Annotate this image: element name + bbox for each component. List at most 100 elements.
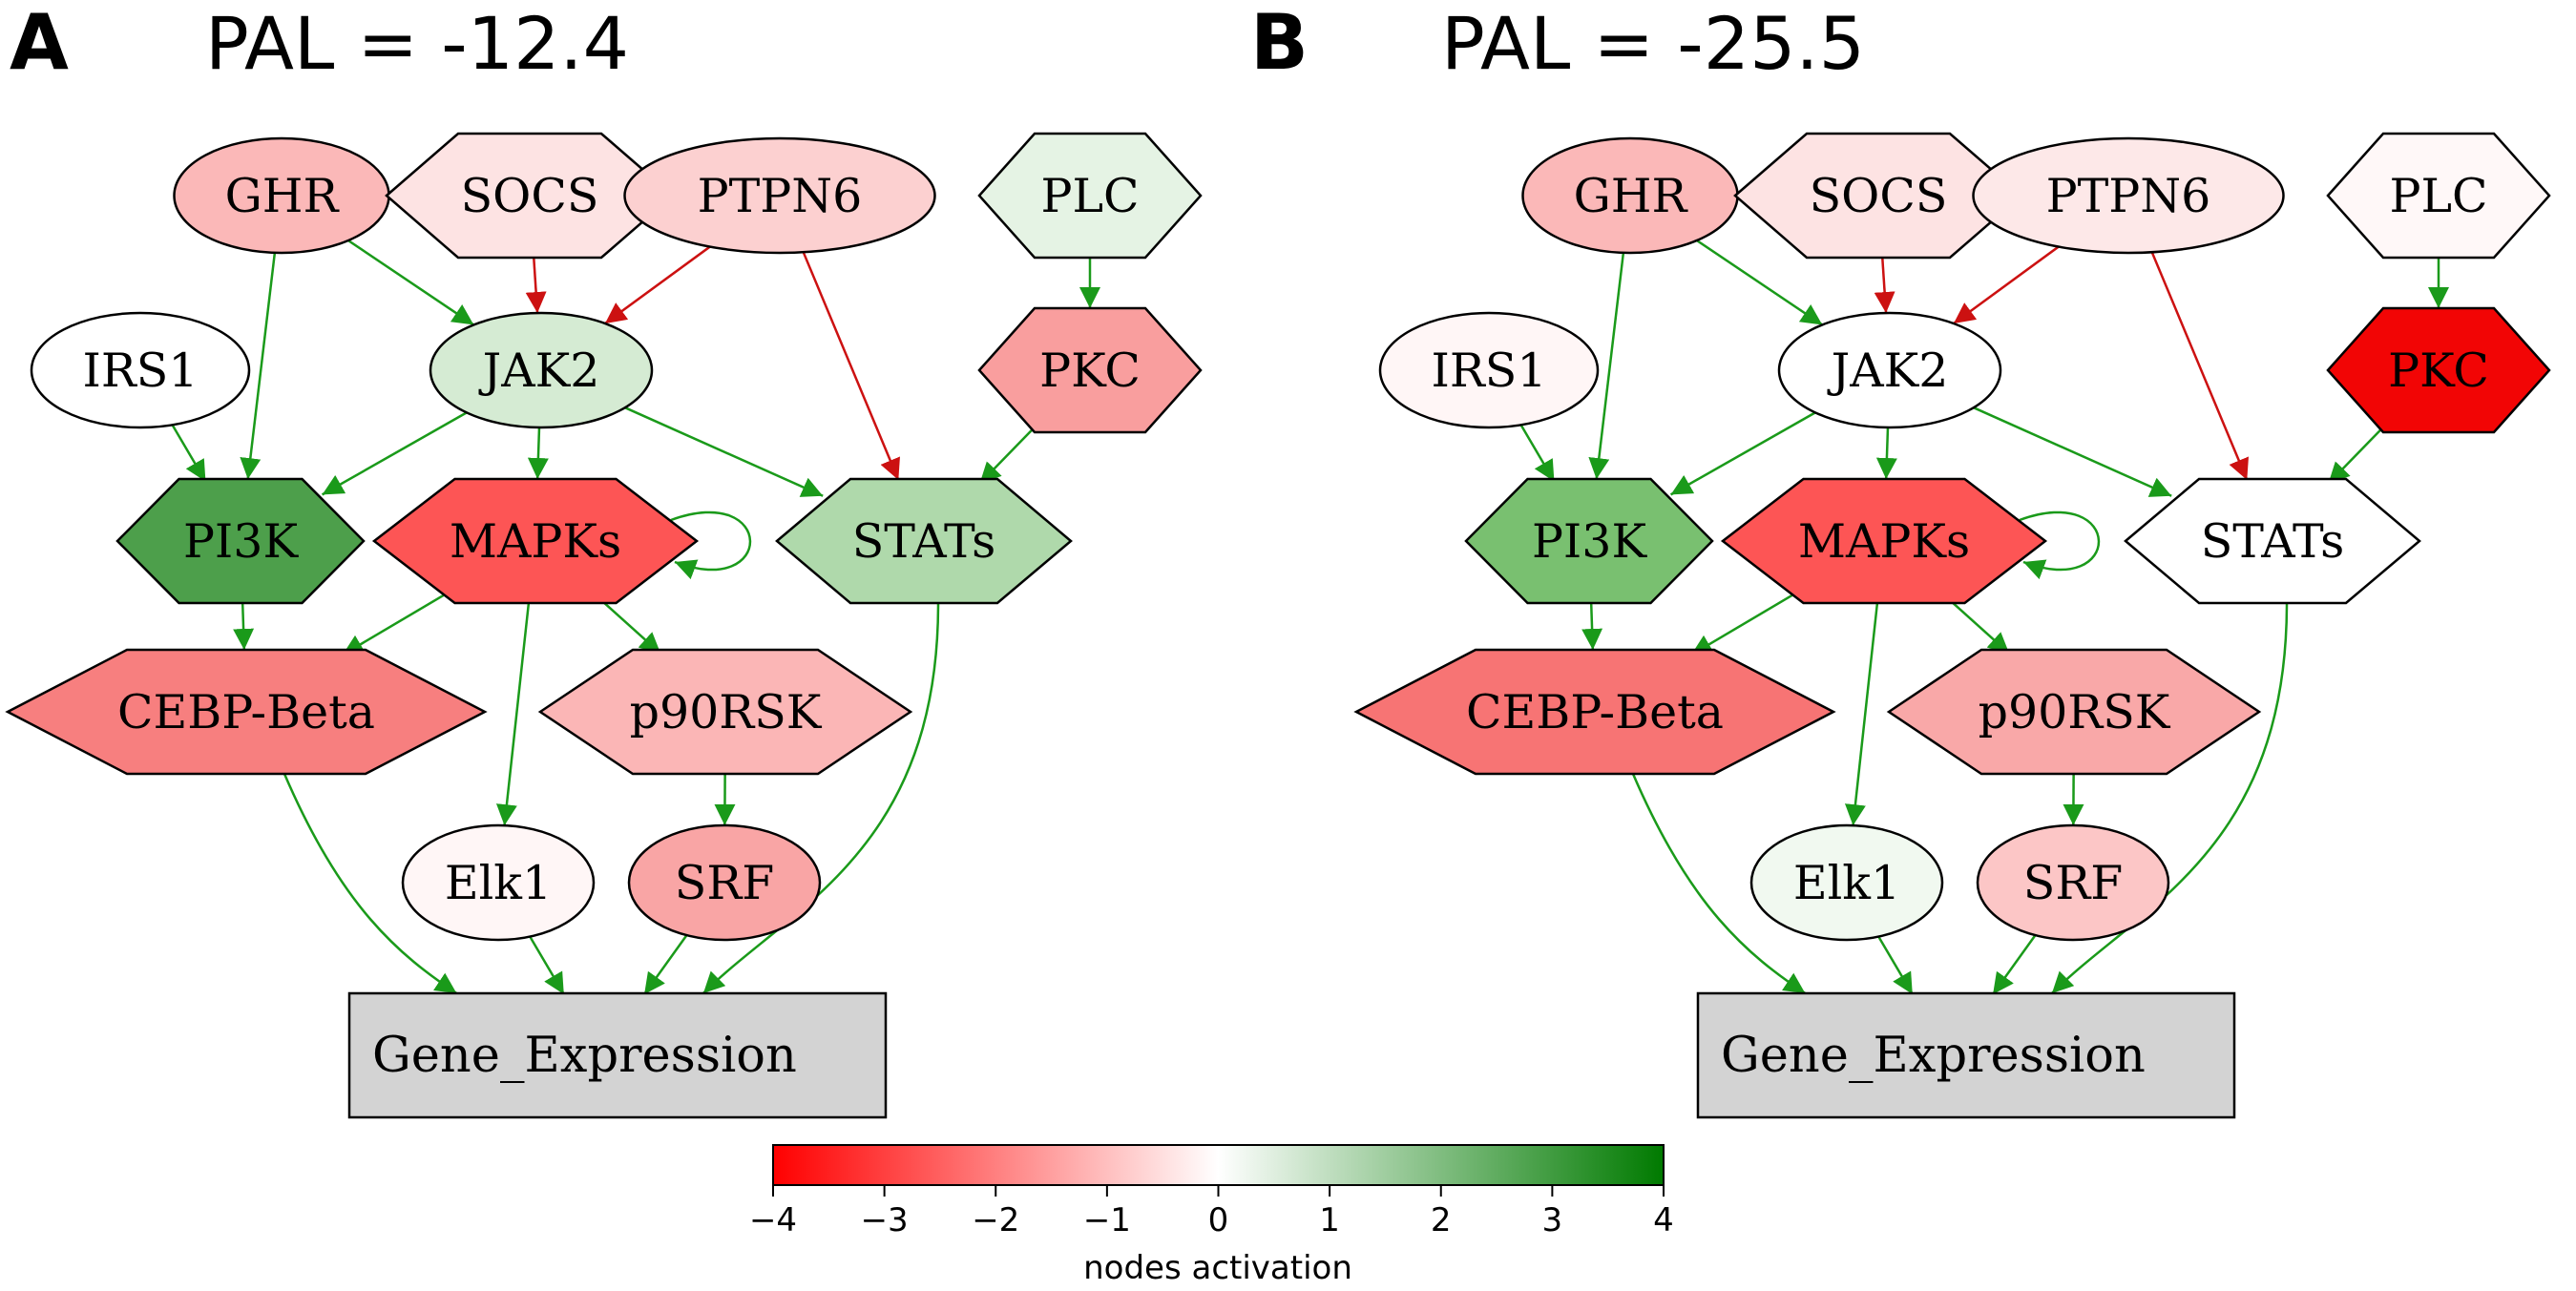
node-cebp-beta: CEBP-Beta (5, 648, 488, 776)
edge-socs-to-jak2 (1874, 257, 1895, 314)
edge-cebp-beta-to-gene-expression (283, 773, 458, 995)
node-cebp-beta-label: CEBP-Beta (1466, 685, 1724, 739)
node-pi3k-shape (1464, 477, 1714, 605)
edge-elk1-to-gene-expression (529, 935, 565, 995)
node-p90rsk-shape (1886, 648, 2262, 776)
node-cebp-beta-shape (5, 648, 488, 776)
colorbar-label: nodes activation (1083, 1249, 1352, 1287)
node-stats-shape (775, 477, 1073, 605)
edge-mapks-to-mapks (670, 510, 752, 580)
node-ptpn6: PTPN6 (1972, 136, 2285, 255)
node-gene-expression-label: Gene_Expression (372, 1028, 797, 1084)
node-jak2-shape (1777, 311, 2002, 429)
node-p90rsk-label: p90RSK (1979, 685, 2171, 739)
colorbar-tick-label: 1 (1319, 1201, 1340, 1239)
node-irs1-label: IRS1 (83, 344, 199, 398)
node-plc: PLC (2326, 132, 2551, 260)
node-stats: STATs (775, 477, 1073, 605)
node-pi3k: PI3K (1464, 477, 1714, 605)
colorbar-tick-label: −1 (1083, 1201, 1131, 1239)
node-mapks-label: MAPKs (450, 514, 621, 569)
node-p90rsk: p90RSK (537, 648, 913, 776)
node-ghr: GHR (1521, 136, 1739, 255)
node-srf: SRF (627, 823, 822, 942)
node-irs1-label: IRS1 (1432, 344, 1547, 398)
node-elk1-label: Elk1 (1793, 856, 1900, 910)
edge-ghr-to-pi3k (1588, 252, 1625, 480)
node-plc-shape (2326, 132, 2551, 260)
edge-stats-to-gene-expression (702, 602, 940, 994)
colorbar-tick-label: −2 (972, 1201, 1019, 1239)
edge-jak2-to-pi3k (1669, 411, 1816, 496)
colorbar-tick-label: 2 (1431, 1201, 1452, 1239)
edge-jak2-to-stats (624, 406, 824, 497)
edge-ptpn6-to-jak2 (604, 245, 711, 325)
node-plc: PLC (977, 132, 1203, 260)
edge-srf-to-gene-expression (643, 934, 688, 995)
node-ghr: GHR (173, 136, 390, 255)
node-irs1-shape (30, 311, 251, 429)
node-ptpn6-label: PTPN6 (698, 169, 863, 223)
node-pkc-shape (2326, 306, 2551, 434)
node-elk1-shape (1749, 823, 1944, 942)
edge-irs1-to-pi3k (171, 424, 207, 483)
node-p90rsk-shape (537, 648, 913, 776)
node-ghr-label: GHR (225, 169, 341, 223)
node-elk1-label: Elk1 (445, 856, 552, 910)
node-pkc-shape (977, 306, 1203, 434)
node-gene-expression-shape (347, 991, 888, 1119)
edges (171, 239, 1100, 995)
node-elk1: Elk1 (401, 823, 596, 942)
edge-jak2-to-stats (1973, 406, 2172, 497)
colorbar-gradient (772, 1144, 1665, 1186)
node-p90rsk-label: p90RSK (630, 685, 823, 739)
colorbar-tick-label: −3 (861, 1201, 909, 1239)
node-ptpn6-shape (623, 136, 936, 255)
node-cebp-beta-shape (1353, 648, 1836, 776)
edge-pi3k-to-cebp-beta (1581, 602, 1603, 651)
edge-pi3k-to-cebp-beta (233, 602, 255, 651)
node-srf: SRF (1976, 823, 2170, 942)
node-p90rsk: p90RSK (1886, 648, 2262, 776)
node-cebp-beta-label: CEBP-Beta (117, 685, 375, 739)
node-jak2: JAK2 (429, 311, 654, 429)
node-plc-label: PLC (2389, 169, 2487, 223)
node-jak2-shape (429, 311, 654, 429)
node-ptpn6-label: PTPN6 (2046, 169, 2211, 223)
node-pi3k-shape (115, 477, 366, 605)
node-ptpn6: PTPN6 (623, 136, 936, 255)
node-mapks: MAPKs (371, 477, 700, 605)
node-pi3k-label: PI3K (1532, 514, 1648, 569)
edges (1519, 239, 2449, 995)
node-srf-label: SRF (675, 856, 774, 910)
edge-mapks-to-cebp-beta (342, 592, 449, 656)
node-cebp-beta: CEBP-Beta (1353, 648, 1836, 776)
node-pkc: PKC (977, 306, 1203, 434)
colorbar-tick-label: 3 (1542, 1201, 1563, 1239)
node-gene-expression: Gene_Expression (347, 991, 888, 1119)
node-jak2-label: JAK2 (478, 344, 600, 398)
node-mapks: MAPKs (1720, 477, 2048, 605)
edge-ghr-to-pi3k (240, 252, 277, 480)
edge-elk1-to-gene-expression (1877, 935, 1914, 995)
node-stats: STATs (2124, 477, 2421, 605)
node-srf-label: SRF (2023, 856, 2123, 910)
node-mapks-shape (371, 477, 700, 605)
node-irs1-shape (1378, 311, 1600, 429)
panel-letter-b: B (1250, 0, 1309, 87)
node-pi3k: PI3K (115, 477, 366, 605)
panel-title-a: PAL = -12.4 (205, 1, 629, 86)
edge-srf-to-gene-expression (1992, 934, 2037, 995)
edge-ptpn6-to-jak2 (1953, 245, 2060, 325)
node-irs1: IRS1 (1378, 311, 1600, 429)
node-gene-expression-shape (1696, 991, 2236, 1119)
node-pkc-label: PKC (2388, 344, 2489, 398)
edge-ptpn6-to-stats (2150, 251, 2249, 481)
node-irs1: IRS1 (30, 311, 251, 429)
node-plc-shape (977, 132, 1203, 260)
node-plc-label: PLC (1040, 169, 1139, 223)
colorbar-tick-label: 4 (1653, 1201, 1674, 1239)
node-mapks-label: MAPKs (1798, 514, 1970, 569)
